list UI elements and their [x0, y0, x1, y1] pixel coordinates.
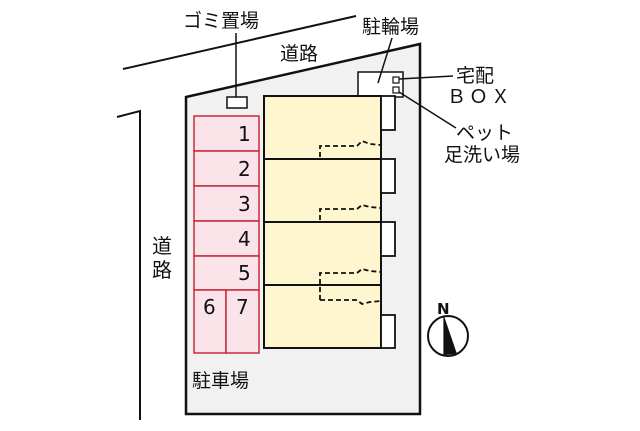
- parking-label: 駐車場: [192, 370, 249, 392]
- parking-space-4: [193, 220, 260, 257]
- garbage-label: ゴミ置場: [183, 10, 259, 32]
- road-left-line: [116, 109, 141, 420]
- garbage-area: [226, 96, 248, 109]
- road-left-label-1: 道: [152, 234, 172, 258]
- parking-space-3: [193, 185, 260, 222]
- building-unit-4: [263, 284, 382, 349]
- parking-lot: 1 2 3 4 5 6 7: [193, 115, 260, 354]
- parking-number-2: 2: [238, 157, 251, 181]
- dashed-line-2: [319, 204, 382, 220]
- pet-wash-label-2: 足洗い場: [444, 144, 520, 166]
- north-compass-icon: N: [427, 300, 469, 357]
- bicycle-leader-line: [377, 37, 393, 84]
- parking-number-3: 3: [238, 192, 251, 216]
- dashed-line-1: [319, 139, 382, 157]
- delivery-box-label-1: 宅配: [456, 65, 494, 87]
- parking-space-1: [193, 115, 260, 152]
- balcony-4: [380, 314, 396, 349]
- bicycle-label: 駐輪場: [362, 16, 419, 38]
- delivery-box-label-2: ＢＯＸ: [447, 86, 513, 108]
- building-unit-1: [263, 95, 382, 160]
- road-top-line: [122, 15, 357, 70]
- delivery-box-leader-line: [398, 75, 454, 80]
- balcony-1: [380, 95, 396, 131]
- parking-space-7: [225, 289, 260, 354]
- pet-wash-label-1: ペット: [456, 122, 513, 144]
- parking-number-6: 6: [203, 295, 216, 319]
- building-unit-3: [263, 221, 382, 286]
- dashed-line-4: [320, 299, 382, 305]
- parking-number-5: 5: [238, 261, 251, 285]
- parking-number-7: 7: [236, 295, 249, 319]
- parking-number-1: 1: [238, 122, 251, 146]
- parking-space-2: [193, 150, 260, 187]
- dashed-line-3: [319, 268, 382, 300]
- pet-wash-leader-line: [398, 91, 457, 129]
- north-label: N: [437, 300, 450, 318]
- road-top-label: 道路: [280, 43, 318, 65]
- delivery-box: [392, 76, 400, 84]
- balcony-3: [380, 221, 396, 257]
- road-left-label-2: 路: [152, 258, 172, 282]
- parking-space-5: [193, 255, 260, 291]
- parking-number-4: 4: [238, 227, 251, 251]
- parking-space-6: [193, 289, 227, 354]
- building: [263, 95, 396, 349]
- pet-wash-area: [392, 86, 400, 94]
- balcony-2: [380, 158, 396, 194]
- building-unit-2: [263, 158, 382, 223]
